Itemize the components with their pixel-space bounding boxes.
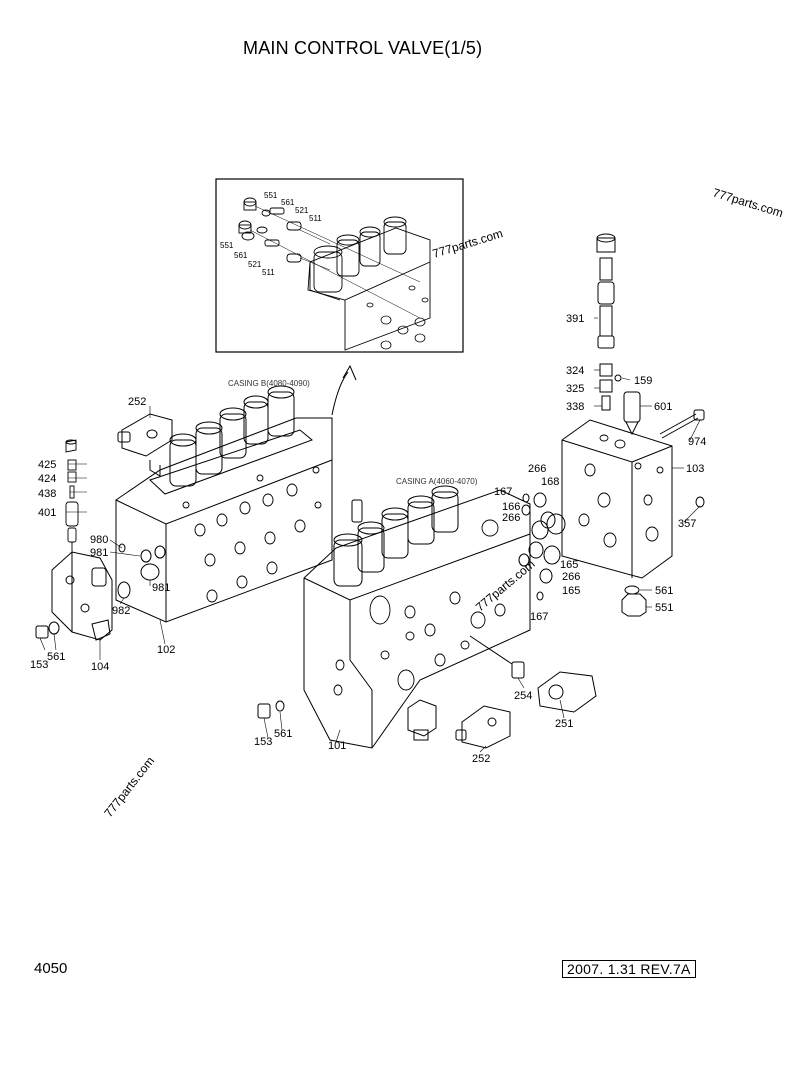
leader-lines xyxy=(39,317,701,753)
orings-casing-a xyxy=(518,492,566,601)
plug-551-right xyxy=(621,585,647,617)
part-label: 981 xyxy=(152,582,170,594)
inset-label: 521 xyxy=(248,260,262,269)
end-cover-104 xyxy=(51,551,113,641)
solenoid-valve-252-top xyxy=(117,413,173,477)
part-label: 401 xyxy=(38,507,56,519)
part-label: 104 xyxy=(91,661,109,673)
relief-stack-left xyxy=(65,439,79,560)
inset-labels: 551 561 521 511 551 561 521 511 xyxy=(220,191,322,277)
part-label: 981 xyxy=(90,547,108,559)
casing-a-ports xyxy=(333,519,506,696)
part-label: 103 xyxy=(686,463,704,475)
part-label: 166 xyxy=(502,501,520,513)
watermark: 777parts.com xyxy=(473,557,538,614)
inset-label: 561 xyxy=(234,251,248,260)
fitting-254 xyxy=(469,635,525,679)
casing-103-body xyxy=(561,419,673,579)
part-label: 165 xyxy=(562,585,580,597)
casing-b-body xyxy=(115,417,333,623)
detail-arrow xyxy=(331,371,349,416)
part-label: 165 xyxy=(560,559,578,571)
part-label: 266 xyxy=(528,463,546,475)
watermark: 777parts.com xyxy=(431,226,505,261)
inset-label: 551 xyxy=(264,191,278,200)
detail-arrow-head xyxy=(342,364,357,381)
casing-b-ports xyxy=(182,466,322,603)
valve-251 xyxy=(537,671,597,713)
casing-a-body xyxy=(303,489,531,749)
part-label: 982 xyxy=(112,605,130,617)
inset-label: 561 xyxy=(281,198,295,207)
sheet-number: 4050 xyxy=(34,960,68,977)
bolt-974 xyxy=(659,409,705,439)
part-label: 102 xyxy=(157,644,175,656)
part-label: 601 xyxy=(654,401,672,413)
part-label: 153 xyxy=(254,736,272,748)
part-label: 168 xyxy=(541,476,559,488)
part-label: 561 xyxy=(655,585,673,597)
part-label: 974 xyxy=(688,436,706,448)
part-label: 251 xyxy=(555,718,573,730)
part-label: 252 xyxy=(472,753,490,765)
casing-103-ports xyxy=(578,434,664,548)
inset-label: 511 xyxy=(309,214,322,223)
inset-solenoids xyxy=(307,216,431,351)
inset-ports xyxy=(366,285,429,350)
part-label: 153 xyxy=(30,659,48,671)
part-label: 167 xyxy=(530,611,548,623)
part-label: 101 xyxy=(328,740,346,752)
part-label: 254 xyxy=(514,690,532,702)
part-labels: 252 425 424 438 401 980 981 981 982 153 … xyxy=(30,313,706,765)
revision-box: 2007. 1.31 REV.7A xyxy=(562,960,696,978)
casing-a-solenoids xyxy=(333,485,459,587)
caption-casing-a: CASING A(4060-4070) xyxy=(396,477,478,486)
watermark: 777parts.com xyxy=(101,754,157,820)
inset-spool-caps xyxy=(238,197,302,263)
part-label: 561 xyxy=(274,728,292,740)
part-label: 324 xyxy=(566,365,584,377)
spool-391 xyxy=(596,233,616,411)
part-label: 159 xyxy=(634,375,652,387)
watermarks: 777parts.com 777parts.com 777parts.com 7… xyxy=(101,185,784,819)
casing-b-solenoids xyxy=(149,385,313,495)
part-label: 266 xyxy=(562,571,580,583)
inset-label: 551 xyxy=(220,241,234,250)
inset-label: 511 xyxy=(262,268,275,277)
solenoid-valve-252-bottom xyxy=(455,705,511,749)
part-label: 425 xyxy=(38,459,56,471)
part-label: 266 xyxy=(502,512,520,524)
part-label: 338 xyxy=(566,401,584,413)
inset-label: 521 xyxy=(295,206,309,215)
valve-601 xyxy=(614,374,641,436)
part-label: 357 xyxy=(678,518,696,530)
part-label: 561 xyxy=(47,651,65,663)
part-label: 551 xyxy=(655,602,673,614)
caption-casing-b: CASING B(4080-4090) xyxy=(228,379,310,388)
watermark: 777parts.com xyxy=(711,185,785,220)
plug-357 xyxy=(695,496,705,508)
part-label: 167 xyxy=(494,486,512,498)
part-label: 325 xyxy=(566,383,584,395)
casing-a-bottom-valve xyxy=(407,699,437,741)
part-label: 424 xyxy=(38,473,56,485)
part-label: 391 xyxy=(566,313,584,325)
plug-153-left xyxy=(35,621,60,639)
part-label: 252 xyxy=(128,396,146,408)
part-label: 980 xyxy=(90,534,108,546)
inset-leader-lines xyxy=(249,205,421,319)
part-label: 438 xyxy=(38,488,56,500)
page-title: MAIN CONTROL VALVE(1/5) xyxy=(243,38,483,58)
inset-detail xyxy=(215,178,464,353)
